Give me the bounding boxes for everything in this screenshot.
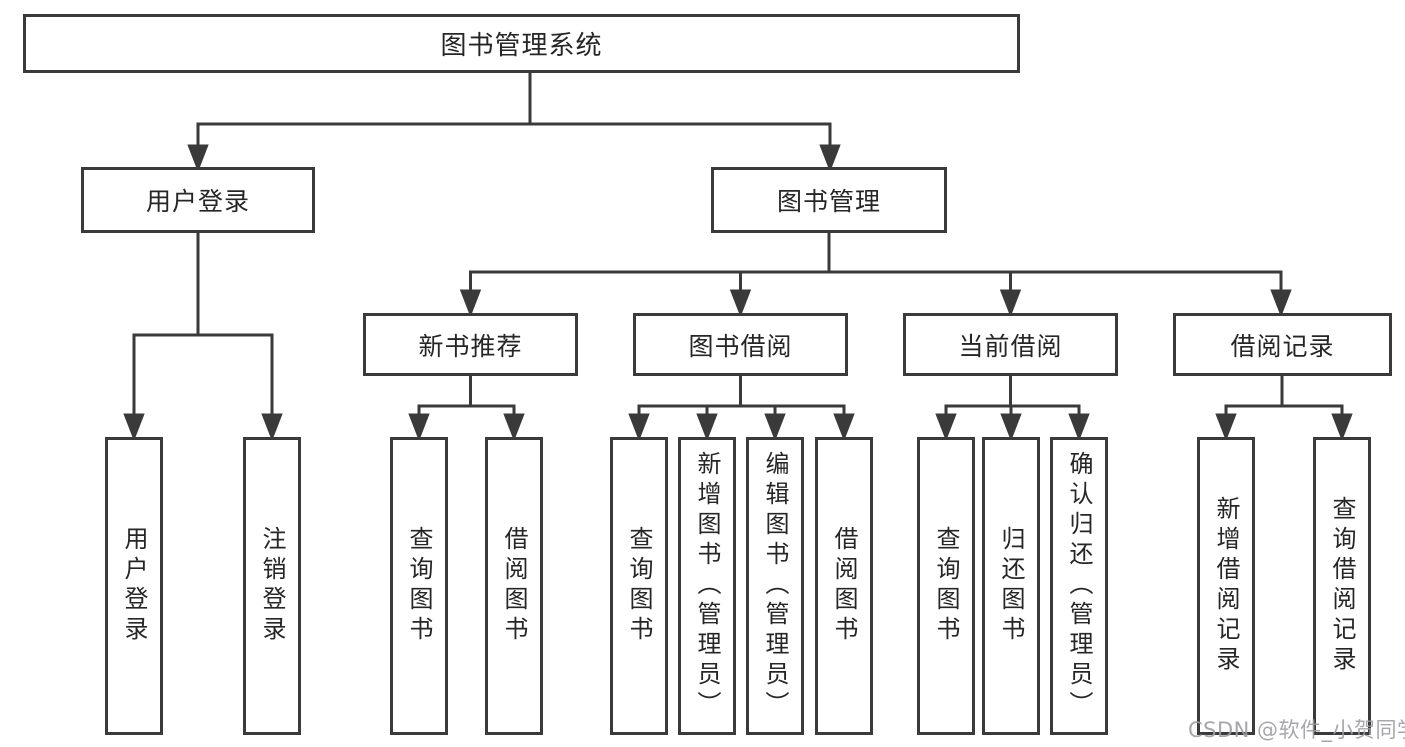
- node-book-borrowing: 图书借阅: [633, 313, 848, 376]
- node-label: 确认归还（管理员）: [1065, 451, 1093, 721]
- node-logout: 注销登录: [243, 437, 301, 735]
- node-label: 查询图书: [405, 526, 433, 646]
- arrowhead-icon: [123, 413, 145, 442]
- arrowhead-icon: [1068, 413, 1090, 442]
- node-query-books-borrowing: 查询图书: [610, 437, 668, 735]
- arrowhead-icon: [1215, 413, 1237, 442]
- node-label: 查询图书: [932, 526, 960, 646]
- node-confirm-return-admin: 确认归还（管理员）: [1050, 437, 1108, 735]
- watermark-text: CSDN @软件_小贺同学: [1188, 718, 1405, 742]
- connector-book-borrowing-children: [628, 376, 855, 442]
- node-user-login-leaf: 用户登录: [105, 437, 163, 735]
- arrowhead-icon: [729, 289, 752, 318]
- node-label: 编辑图书（管理员）: [761, 451, 789, 721]
- node-label: 查询借阅记录: [1328, 496, 1356, 676]
- node-add-books-admin: 新增图书（管理员）: [678, 437, 736, 735]
- node-current-borrowing: 当前借阅: [903, 313, 1118, 376]
- node-borrowing-records: 借阅记录: [1173, 313, 1392, 376]
- arrowhead-icon: [503, 413, 525, 442]
- node-label: 借阅图书: [830, 526, 858, 646]
- arrowhead-icon: [1270, 289, 1292, 318]
- arrowhead-icon: [408, 413, 430, 442]
- node-book-management: 图书管理: [711, 167, 947, 233]
- arrowhead-icon: [935, 413, 957, 442]
- node-label: 借阅图书: [500, 526, 528, 646]
- node-label: 新增借阅记录: [1212, 496, 1240, 676]
- node-label: 查询图书: [625, 526, 653, 646]
- arrowhead-icon: [261, 413, 283, 442]
- connector-current-borrowing-children: [935, 376, 1090, 442]
- node-query-borrow-record: 查询借阅记录: [1313, 437, 1371, 735]
- connector-new-book-recommendation-children: [408, 376, 525, 442]
- connector-borrowing-records-children: [1215, 376, 1353, 442]
- node-add-borrow-record: 新增借阅记录: [1197, 437, 1255, 735]
- arrowhead-icon: [764, 413, 786, 442]
- node-new-book-recommendation: 新书推荐: [363, 313, 578, 376]
- node-label: 注销登录: [258, 526, 286, 646]
- arrowhead-icon: [696, 413, 718, 442]
- node-root: 图书管理系统: [23, 14, 1020, 73]
- arrowhead-icon: [628, 413, 650, 442]
- arrowhead-icon: [459, 289, 482, 318]
- node-query-books-recommend: 查询图书: [390, 437, 448, 735]
- arrowhead-icon: [833, 413, 855, 442]
- arrowhead-icon: [999, 289, 1022, 318]
- node-user-login: 用户登录: [81, 167, 315, 233]
- node-borrow-books-recommend: 借阅图书: [485, 437, 543, 735]
- connector-root-to-level2: [187, 73, 841, 173]
- connector-user-login-children: [123, 233, 283, 442]
- arrowhead-icon: [819, 144, 841, 173]
- node-label: 新增图书（管理员）: [693, 451, 721, 721]
- node-label: 用户登录: [120, 526, 148, 646]
- arrowhead-icon: [187, 144, 209, 173]
- arrowhead-icon: [1000, 413, 1022, 442]
- connector-book-management-children: [459, 233, 1292, 318]
- node-edit-books-admin: 编辑图书（管理员）: [746, 437, 804, 735]
- node-borrow-books-borrowing: 借阅图书: [815, 437, 873, 735]
- node-return-books: 归还图书: [982, 437, 1040, 735]
- node-query-books-current: 查询图书: [917, 437, 975, 735]
- arrowhead-icon: [1331, 413, 1353, 442]
- node-label: 归还图书: [997, 526, 1025, 646]
